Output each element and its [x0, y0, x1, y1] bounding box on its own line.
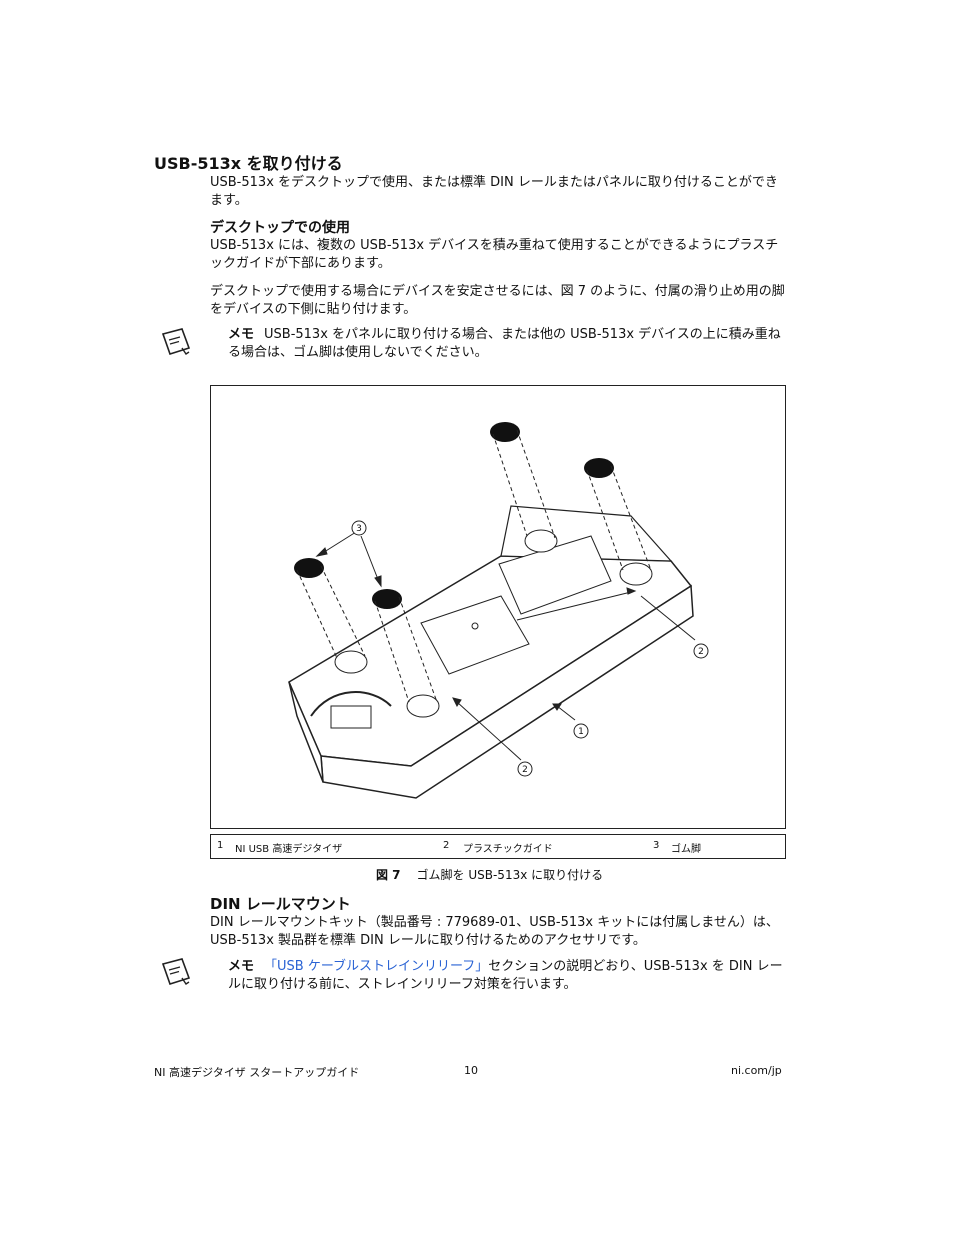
- callout-3: 3: [356, 524, 362, 534]
- note-icon: [161, 958, 191, 985]
- note-text: USB-513x をパネルに取り付ける場合、または他の USB-513x デバイ…: [228, 327, 781, 360]
- figure-legend: 1 NI USB 高速デジタイザ 2 プラスチックガイド 3 ゴム脚: [210, 834, 786, 859]
- footer-url[interactable]: ni.com/jp: [731, 1064, 782, 1077]
- legend-text-1: NI USB 高速デジタイザ: [235, 844, 343, 855]
- desktop-heading: デスクトップでの使用: [210, 220, 350, 236]
- desktop-paragraph-2: デスクトップで使用する場合にデバイスを安定させるには、図 7 のように、付属の滑…: [210, 284, 785, 317]
- callout-2b: 2: [522, 765, 528, 775]
- din-paragraph: DIN レールマウントキット（製品番号 : 779689-01、USB-513x…: [210, 915, 779, 948]
- section-title: USB-513x を取り付ける: [154, 154, 343, 173]
- intro-paragraph: USB-513x をデスクトップで使用、または標準 DIN レールまたはパネルに…: [210, 175, 778, 208]
- din-heading: DIN レールマウント: [210, 895, 351, 913]
- note-label: メモ: [228, 327, 255, 342]
- legend-text-3: ゴム脚: [671, 844, 701, 855]
- legend-num-2: 2: [443, 840, 450, 851]
- caption-label: 図 7: [376, 868, 401, 882]
- legend-num-1: 1: [217, 840, 224, 851]
- page-number: 10: [464, 1064, 478, 1077]
- callout-2a: 2: [698, 647, 704, 657]
- footer-title: NI 高速デジタイザ スタートアップガイド: [154, 1066, 360, 1079]
- desktop-paragraph-1: USB-513x には、複数の USB-513x デバイスを積み重ねて使用するこ…: [210, 238, 779, 271]
- note-text: セクションの説明どおり、USB-513x を DIN レールに取り付ける前に、ス…: [228, 959, 783, 992]
- callout-1: 1: [578, 727, 584, 737]
- device-illustration: 3 2 1 2: [288, 422, 709, 799]
- figure-frame: 3 2 1 2: [210, 385, 786, 829]
- note-label: メモ: [228, 959, 255, 974]
- din-note: メモ「USB ケーブルストレインリリーフ」セクションの説明どおり、USB-513…: [228, 958, 788, 994]
- note-icon: [161, 328, 191, 355]
- legend-text-2: プラスチックガイド: [463, 844, 553, 855]
- strain-relief-link[interactable]: 「USB ケーブルストレインリリーフ」: [264, 959, 489, 974]
- legend-num-3: 3: [653, 840, 660, 851]
- figure-caption: 図 7 ゴム脚を USB-513x に取り付ける: [376, 866, 603, 883]
- caption-text: ゴム脚を USB-513x に取り付ける: [416, 868, 604, 882]
